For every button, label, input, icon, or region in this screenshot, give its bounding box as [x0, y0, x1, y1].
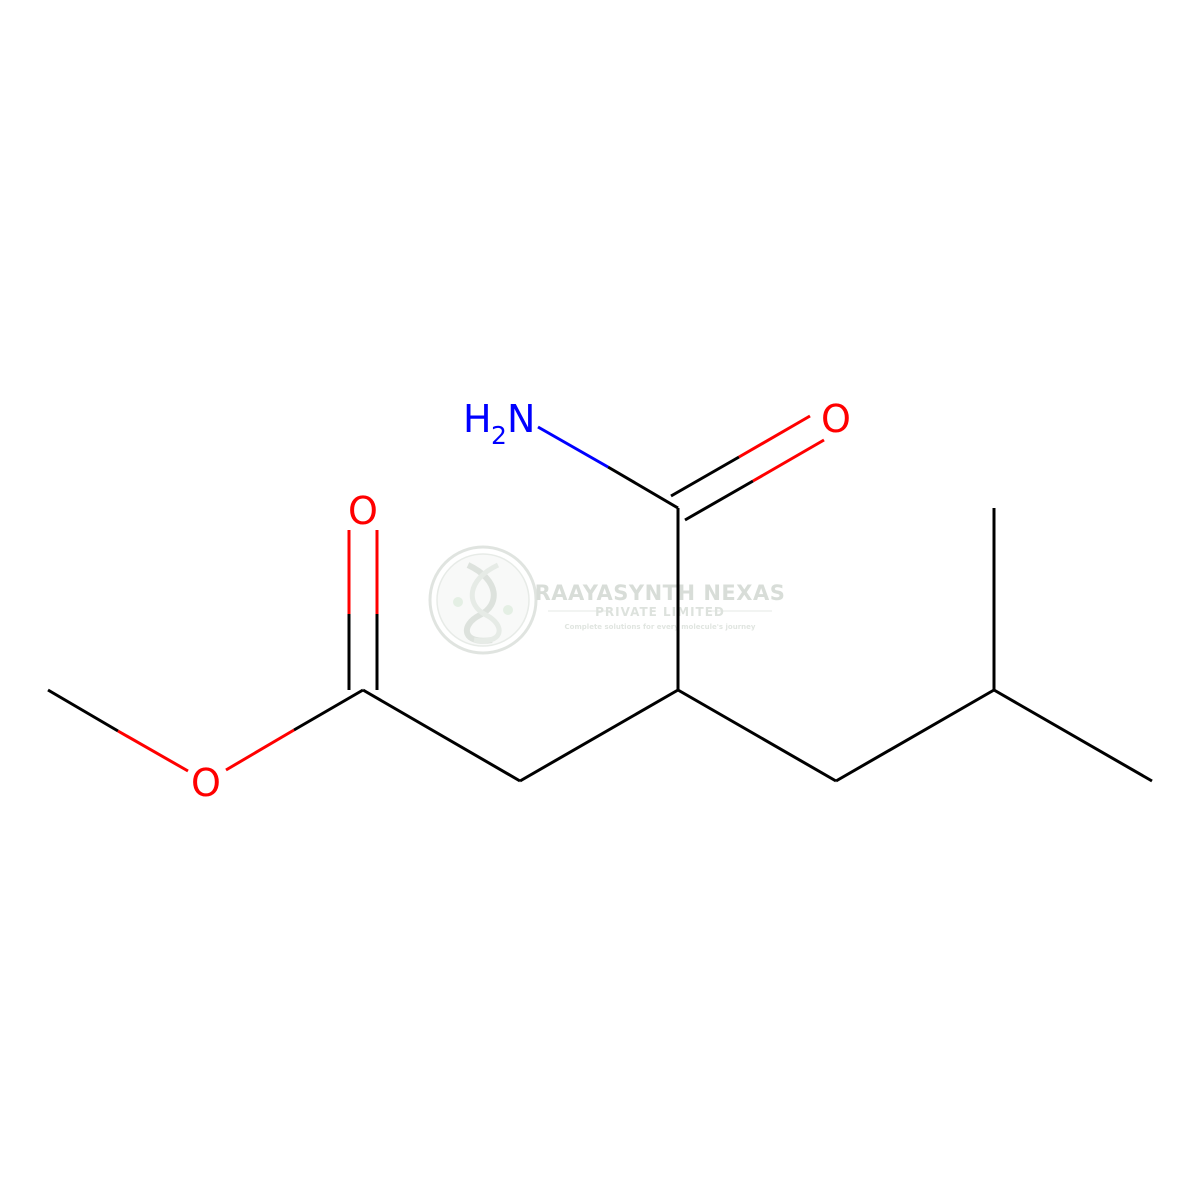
watermark: RAAYASYNTH NEXAS PRIVATE LIMITED Complet… [428, 545, 786, 655]
bond-methyl-ether-oxygen [47, 688, 119, 733]
watermark-company-name: RAAYASYNTH NEXAS [535, 581, 786, 605]
atom-label-ether-oxygen: O [191, 761, 221, 805]
atom-label-amide-nitrogen: H 2 N [463, 397, 535, 450]
bond-methyl-ether-oxygen-red [117, 729, 189, 773]
amide-nitrogen-hydrogen: H [463, 397, 492, 441]
bond-amide-carbonyl-1 [670, 455, 740, 498]
atom-labels: O O O H 2 N [191, 397, 851, 805]
atom-label-ester-carbonyl-oxygen: O [348, 489, 378, 533]
bond-ch2-methine [519, 688, 679, 783]
bond-amide-carbonyl-2 [684, 479, 754, 522]
bonds [47, 414, 1153, 783]
bond-amide-carbonyl-2-red [752, 438, 825, 483]
bond-amide-carbon-nitrogen-blue [537, 425, 609, 469]
watermark-tagline: Complete solutions for every molecule's … [565, 623, 756, 631]
bond-methine-isobutyl-ch2 [677, 688, 837, 783]
amide-nitrogen-symbol: N [507, 397, 535, 441]
atom-label-amide-oxygen: O [821, 397, 851, 441]
bond-ether-oxygen-ester-carbon [293, 688, 364, 732]
bond-isobutyl-methyl-right [993, 688, 1153, 783]
amide-nitrogen-subscript: 2 [491, 421, 507, 450]
bond-amide-carbonyl-1-red [738, 414, 811, 459]
bond-ether-oxygen-ester-carbon-red [225, 728, 295, 772]
watermark-logo-icon [428, 545, 538, 655]
bond-amide-carbon-nitrogen [607, 465, 679, 510]
bond-ester-carbon-ch2 [362, 688, 521, 783]
bond-isobutyl-ch2-ch [835, 688, 995, 783]
watermark-subtitle: PRIVATE LIMITED [595, 605, 725, 619]
